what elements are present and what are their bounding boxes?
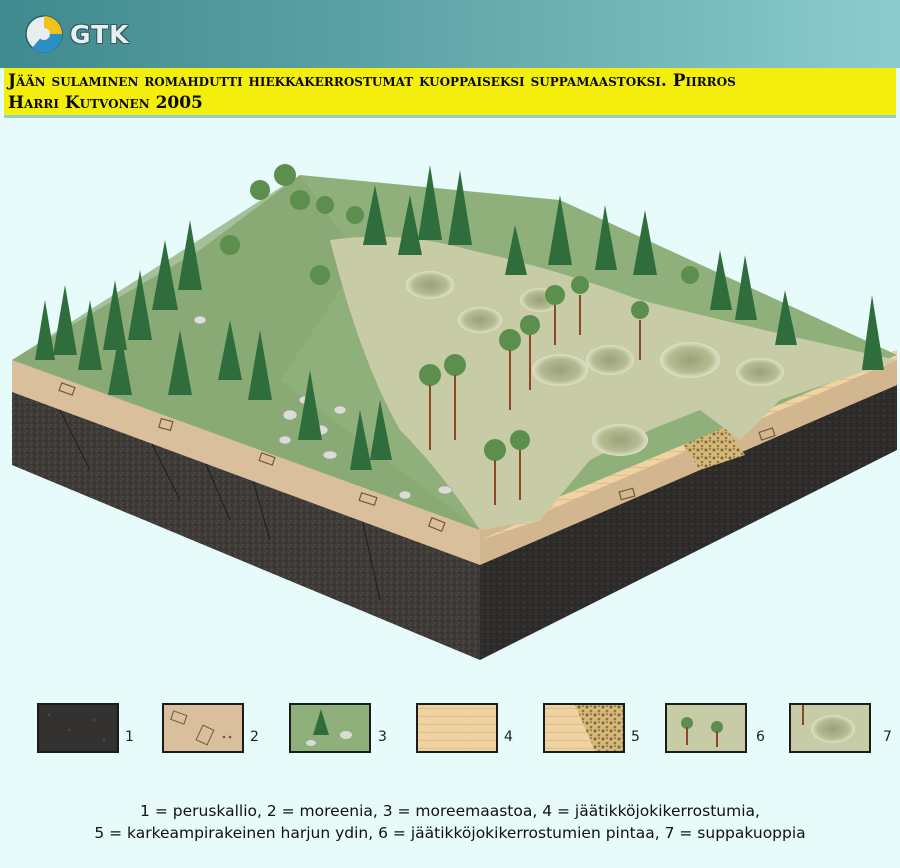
legend-description-line-2: 5 = karkeampirakeinen harjun ydin, 6 = j… <box>94 824 806 842</box>
legend-number-4: 4 <box>504 729 513 745</box>
legend-description-line-1: 1 = peruskallio, 2 = moreenia, 3 = moree… <box>140 802 760 820</box>
legend-number-2: 2 <box>250 729 259 745</box>
legend-description: 1 = peruskallio, 2 = moreenia, 3 = moree… <box>0 800 900 844</box>
moraine-swatch <box>162 703 244 753</box>
legend-number-5: 5 <box>631 729 640 745</box>
legend-number-7: 7 <box>883 729 892 745</box>
forest-trees <box>35 164 884 505</box>
legend-number-1: 1 <box>125 729 134 745</box>
header-bar: GTK <box>0 0 900 68</box>
caption-line-2: Harri Kutvonen 2005 <box>8 93 203 113</box>
terrain-block-diagram <box>12 164 897 660</box>
kettle-hole-swatch <box>789 703 871 753</box>
glaciofluvial-swatch <box>416 703 498 753</box>
glaciofluvial-surface-swatch <box>665 703 747 753</box>
gtk-logo-icon <box>25 15 63 53</box>
caption-line-1: Jään sulaminen romahdutti hiekkakerrostu… <box>8 71 736 91</box>
bedrock-layer <box>12 380 897 660</box>
legend: 1 2 3 4 5 6 7 <box>0 695 900 765</box>
moraine-terrain-swatch <box>289 703 371 753</box>
gtk-logo[interactable]: GTK <box>24 14 130 54</box>
gtk-logo-text: GTK <box>70 19 130 49</box>
bedrock-swatch <box>37 703 119 753</box>
kettle-holes <box>406 271 784 456</box>
esker-core-swatch <box>543 703 625 753</box>
legend-number-6: 6 <box>756 729 765 745</box>
legend-number-3: 3 <box>378 729 387 745</box>
figure-caption: Jään sulaminen romahdutti hiekkakerrostu… <box>4 68 896 118</box>
